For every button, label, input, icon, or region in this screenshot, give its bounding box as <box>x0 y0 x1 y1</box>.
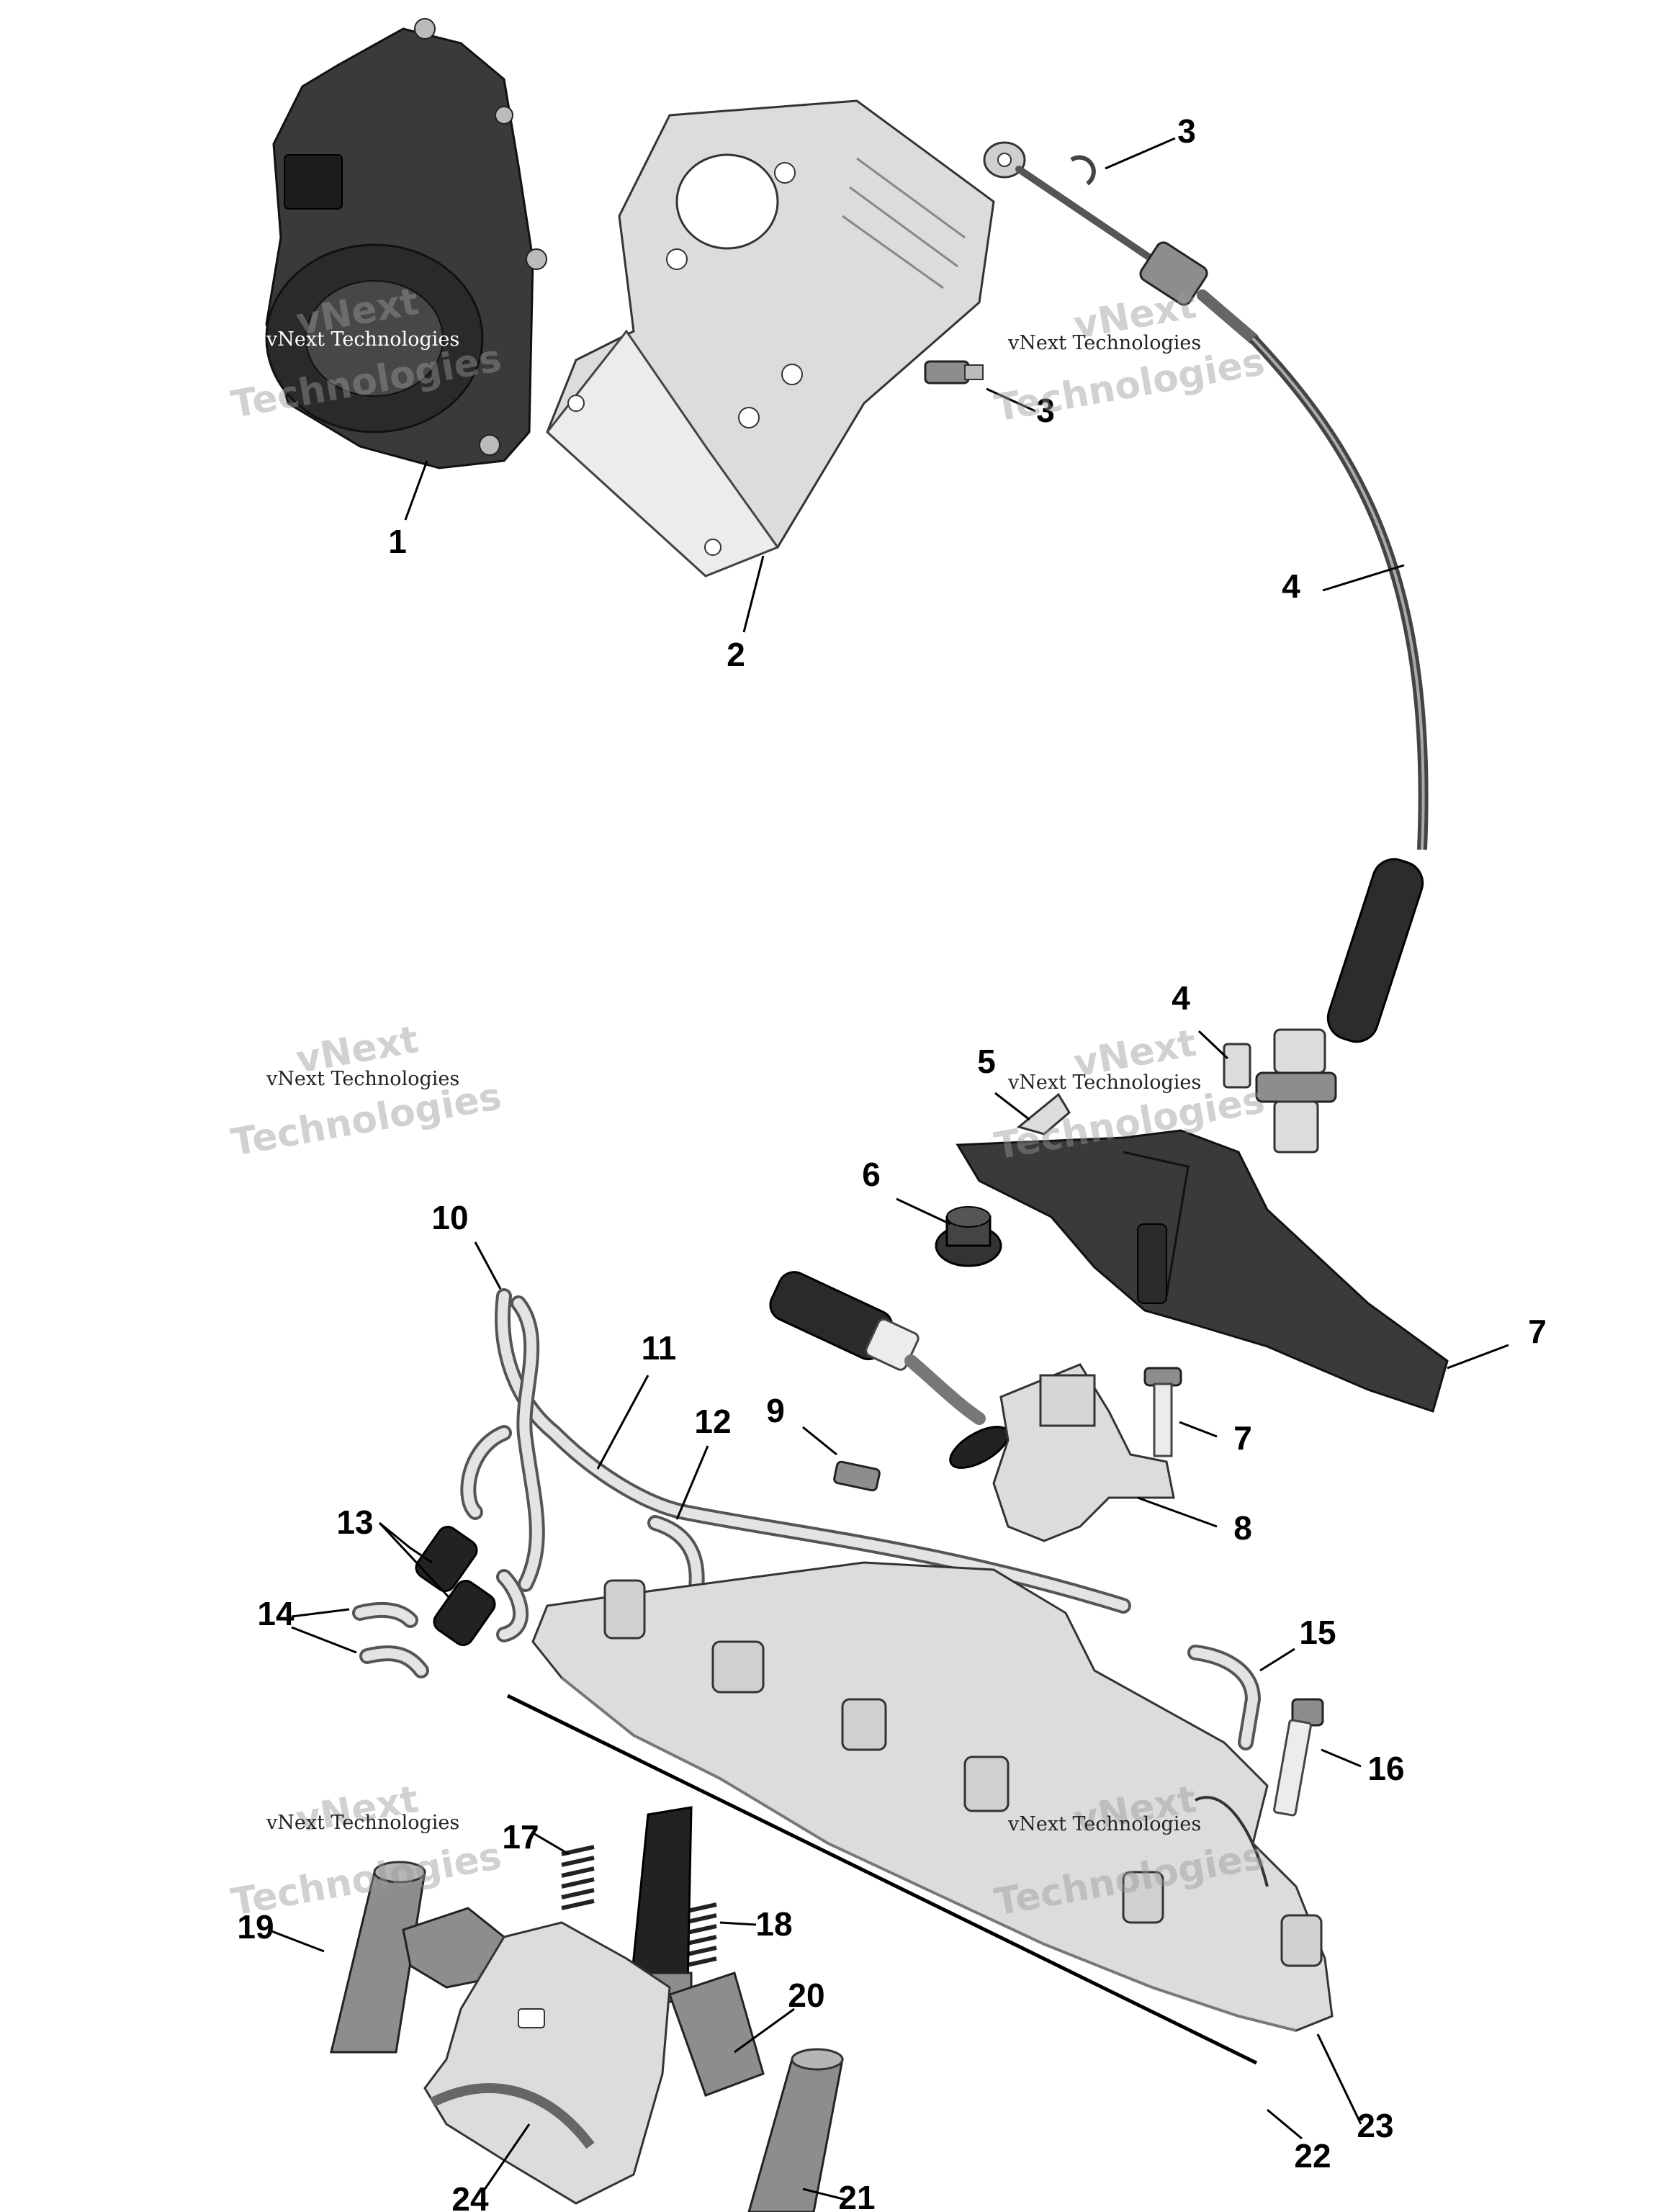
watermark-caption: vNext Technologies <box>1007 332 1201 354</box>
callout-4-right: 18 <box>755 1905 792 1943</box>
callout-7-upper: 12 <box>694 1403 731 1440</box>
callout-23: 3 <box>1036 392 1055 429</box>
callout-6: 23 <box>1357 2107 1393 2144</box>
watermark-caption: vNext Technologies <box>1007 1071 1201 1094</box>
part-4-spring-right <box>683 1902 717 1968</box>
callout-10: 6 <box>862 1156 881 1193</box>
callout-15: 10 <box>431 1199 468 1236</box>
callout-8: 9 <box>766 1392 785 1429</box>
watermark-caption: vNext Technologies <box>266 1812 459 1834</box>
part-1-shift-drum <box>423 1921 671 2205</box>
callout-11: 8 <box>1233 1509 1252 1547</box>
part-3-pin-right <box>747 2048 844 2212</box>
part-18-hose-upper <box>352 1601 418 1628</box>
part-15-hose <box>495 1288 1131 1614</box>
callout-12: 7 <box>1528 1313 1547 1350</box>
part-24-clip <box>1070 155 1096 186</box>
callout-22: 1 <box>388 523 407 560</box>
part-19-cable <box>983 141 1429 1154</box>
callout-18: 14 <box>257 1595 295 1632</box>
watermark-mid-left: vNext Technologies vNext Technologies <box>228 1018 505 1165</box>
watermark-caption: vNext Technologies <box>1007 1813 1201 1835</box>
part-5-gasket <box>506 1694 1258 2065</box>
part-17-check-valve-upper <box>415 1526 478 1592</box>
callout-5: 22 <box>1294 2137 1331 2175</box>
part-23-screw <box>924 360 984 385</box>
part-21-bracket <box>545 99 995 577</box>
part-6-manifold <box>531 1561 1334 2032</box>
callout-17: 13 <box>336 1503 373 1541</box>
callout-24: 3 <box>1177 112 1196 150</box>
leader-lines <box>267 137 1509 2201</box>
part-9-bolt <box>1273 1698 1324 1817</box>
callout-21: 2 <box>727 636 745 673</box>
part-3-pin-left <box>330 1861 426 2054</box>
part-8-washer <box>833 1460 881 1492</box>
part-4-spring-left <box>561 1845 595 1910</box>
callout-9: 16 <box>1367 1750 1404 1787</box>
callout-14: 5 <box>977 1043 996 1080</box>
part-18-hose-lower <box>359 1645 429 1678</box>
callout-4-left: 17 <box>502 1818 539 1856</box>
part-11-sensor <box>769 1271 1175 1542</box>
callout-1: 24 <box>451 2180 489 2212</box>
callout-19: 4 <box>1282 567 1300 605</box>
callout-7-right: 15 <box>1299 1614 1336 1651</box>
part-10-plug <box>935 1206 1002 1267</box>
part-13-bolt <box>1143 1367 1182 1457</box>
part-22-actuator-motor <box>265 18 547 469</box>
part-20-bolt <box>1223 1043 1251 1089</box>
part-12-housing-cover <box>956 1129 1449 1413</box>
callout-labels: 1 2 3 3 4 4 5 6 7 7 8 9 10 11 12 13 14 1… <box>237 112 1546 2212</box>
part-7-fitting-right <box>1187 1645 1261 1750</box>
callout-13: 7 <box>1233 1419 1252 1457</box>
part-16-hose <box>460 1425 529 1642</box>
callout-16: 11 <box>642 1329 677 1367</box>
watermark-caption: vNext Technologies <box>266 328 459 351</box>
watermark-caption: vNext Technologies <box>266 1068 459 1090</box>
callout-20: 4 <box>1172 979 1190 1017</box>
part-14-clip <box>1016 1092 1071 1136</box>
callout-3-left: 19 <box>237 1908 274 1946</box>
callout-2: 20 <box>788 1977 824 2014</box>
callout-3-right: 21 <box>838 2179 875 2212</box>
watermark-top-right: vNext Technologies vNext Technologies <box>992 284 1268 431</box>
